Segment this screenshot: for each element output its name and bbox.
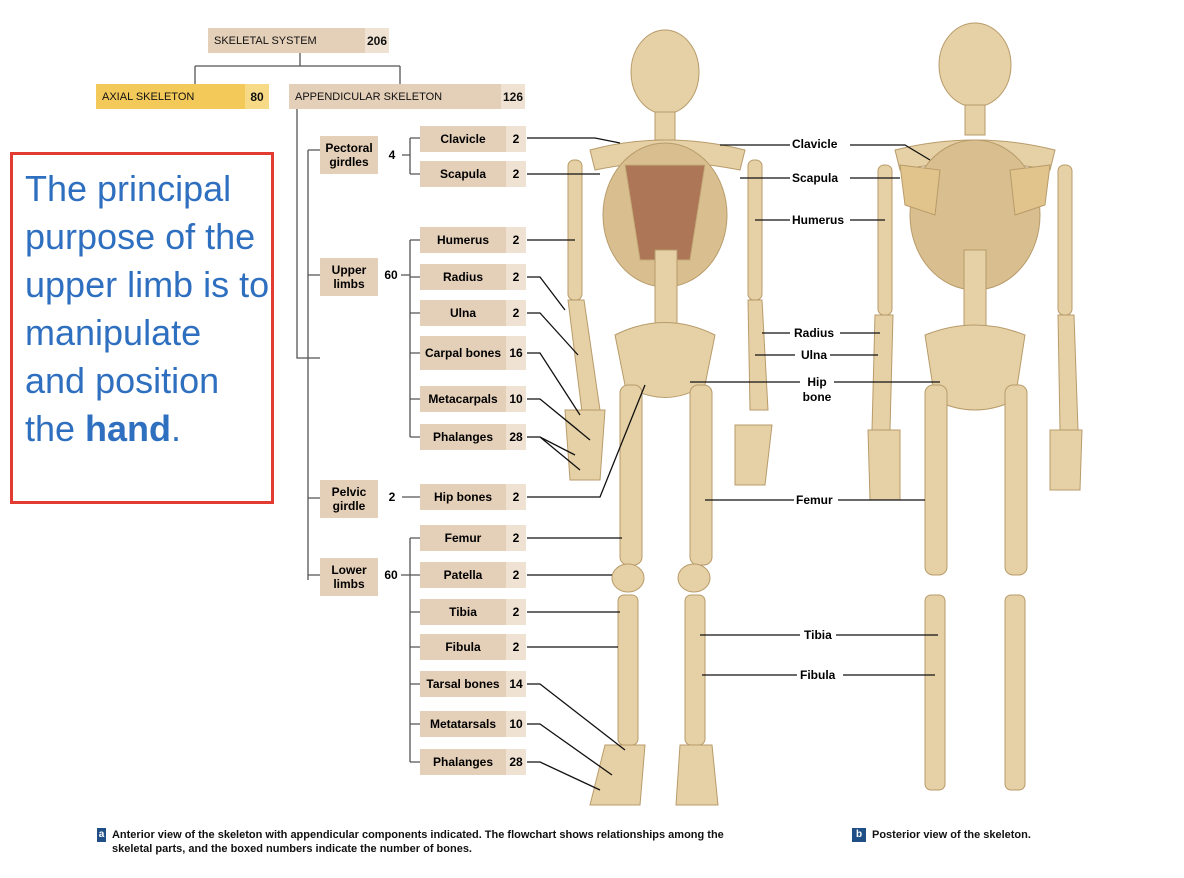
bone-count: 2	[506, 634, 526, 660]
callout-end: .	[171, 408, 181, 449]
bone-count: 2	[506, 525, 526, 551]
bone-count: 2	[506, 562, 526, 588]
bone-label: Metatarsals	[420, 718, 506, 731]
label-radius: Radius	[792, 326, 836, 340]
bone-label: Humerus	[420, 234, 506, 247]
bone-count: 10	[506, 711, 526, 737]
pectoral-girdles-box: Pectoral girdles	[320, 136, 378, 174]
bone-label: Femur	[420, 532, 506, 545]
bone-label: Tibia	[420, 606, 506, 619]
bone-count: 2	[506, 599, 526, 625]
bone-count: 28	[506, 424, 526, 450]
bone-label: Tarsal bones	[420, 678, 506, 691]
pelvic-girdle-count: 2	[382, 490, 402, 504]
appendicular-skeleton-count: 126	[501, 84, 525, 109]
bone-label: Patella	[420, 569, 506, 582]
bone-count: 10	[506, 386, 526, 412]
skeletal-system-box: SKELETAL SYSTEM 206	[208, 28, 389, 53]
bone-count: 28	[506, 749, 526, 775]
label-fibula: Fibula	[798, 668, 837, 682]
bone-label: Scapula	[420, 168, 506, 181]
bone-label: Phalanges	[420, 756, 506, 769]
bone-label: Fibula	[420, 641, 506, 654]
bone-label: Metacarpals	[420, 393, 506, 406]
skeletal-system-count: 206	[365, 28, 389, 53]
caption-a: a Anterior view of the skeleton with app…	[97, 828, 737, 856]
appendicular-skeleton-box: APPENDICULAR SKELETON 126	[289, 84, 525, 109]
caption-a-text: Anterior view of the skeleton with appen…	[112, 828, 737, 856]
upper-limbs-box: Upper limbs	[320, 258, 378, 296]
callout-box: The principal purpose of the upper limb …	[10, 152, 274, 504]
bone-count: 2	[506, 484, 526, 510]
label-humerus: Humerus	[790, 213, 846, 227]
upper-limbs-count: 60	[381, 268, 401, 282]
axial-skeleton-box: AXIAL SKELETON 80	[96, 84, 269, 109]
callout-bold: hand	[85, 408, 171, 449]
bone-count: 2	[506, 126, 526, 152]
label-clavicle: Clavicle	[790, 137, 839, 151]
bone-count: 2	[506, 161, 526, 187]
anterior-skeleton	[565, 30, 772, 805]
lower-limbs-box: Lower limbs	[320, 558, 378, 596]
pectoral-girdles-count: 4	[382, 148, 402, 162]
caption-a-badge: a	[97, 828, 106, 842]
caption-b-text: Posterior view of the skeleton.	[872, 828, 1031, 842]
axial-skeleton-count: 80	[245, 84, 269, 109]
skeletal-system-label: SKELETAL SYSTEM	[208, 35, 317, 47]
bone-label: Phalanges	[420, 431, 506, 444]
bone-count: 14	[506, 671, 526, 697]
caption-b-badge: b	[852, 828, 866, 842]
bone-count: 2	[506, 264, 526, 290]
bone-label: Ulna	[420, 307, 506, 320]
bone-label: Clavicle	[420, 133, 506, 146]
label-hip-bone: Hip bone	[800, 375, 834, 405]
label-tibia: Tibia	[802, 628, 834, 642]
bone-count: 16	[506, 336, 526, 370]
appendicular-skeleton-label: APPENDICULAR SKELETON	[289, 91, 442, 103]
lower-limbs-count: 60	[381, 568, 401, 582]
caption-b: b Posterior view of the skeleton.	[852, 828, 1112, 842]
axial-skeleton-label: AXIAL SKELETON	[96, 91, 194, 103]
pelvic-girdle-box: Pelvic girdle	[320, 480, 378, 518]
label-scapula: Scapula	[790, 171, 840, 185]
bone-count: 2	[506, 227, 526, 253]
bone-label: Carpal bones	[420, 347, 506, 360]
callout-text: The principal purpose of the upper limb …	[25, 168, 269, 449]
label-femur: Femur	[794, 493, 835, 507]
label-ulna: Ulna	[799, 348, 829, 362]
bone-count: 2	[506, 300, 526, 326]
bone-label: Radius	[420, 271, 506, 284]
bone-label: Hip bones	[420, 491, 506, 504]
